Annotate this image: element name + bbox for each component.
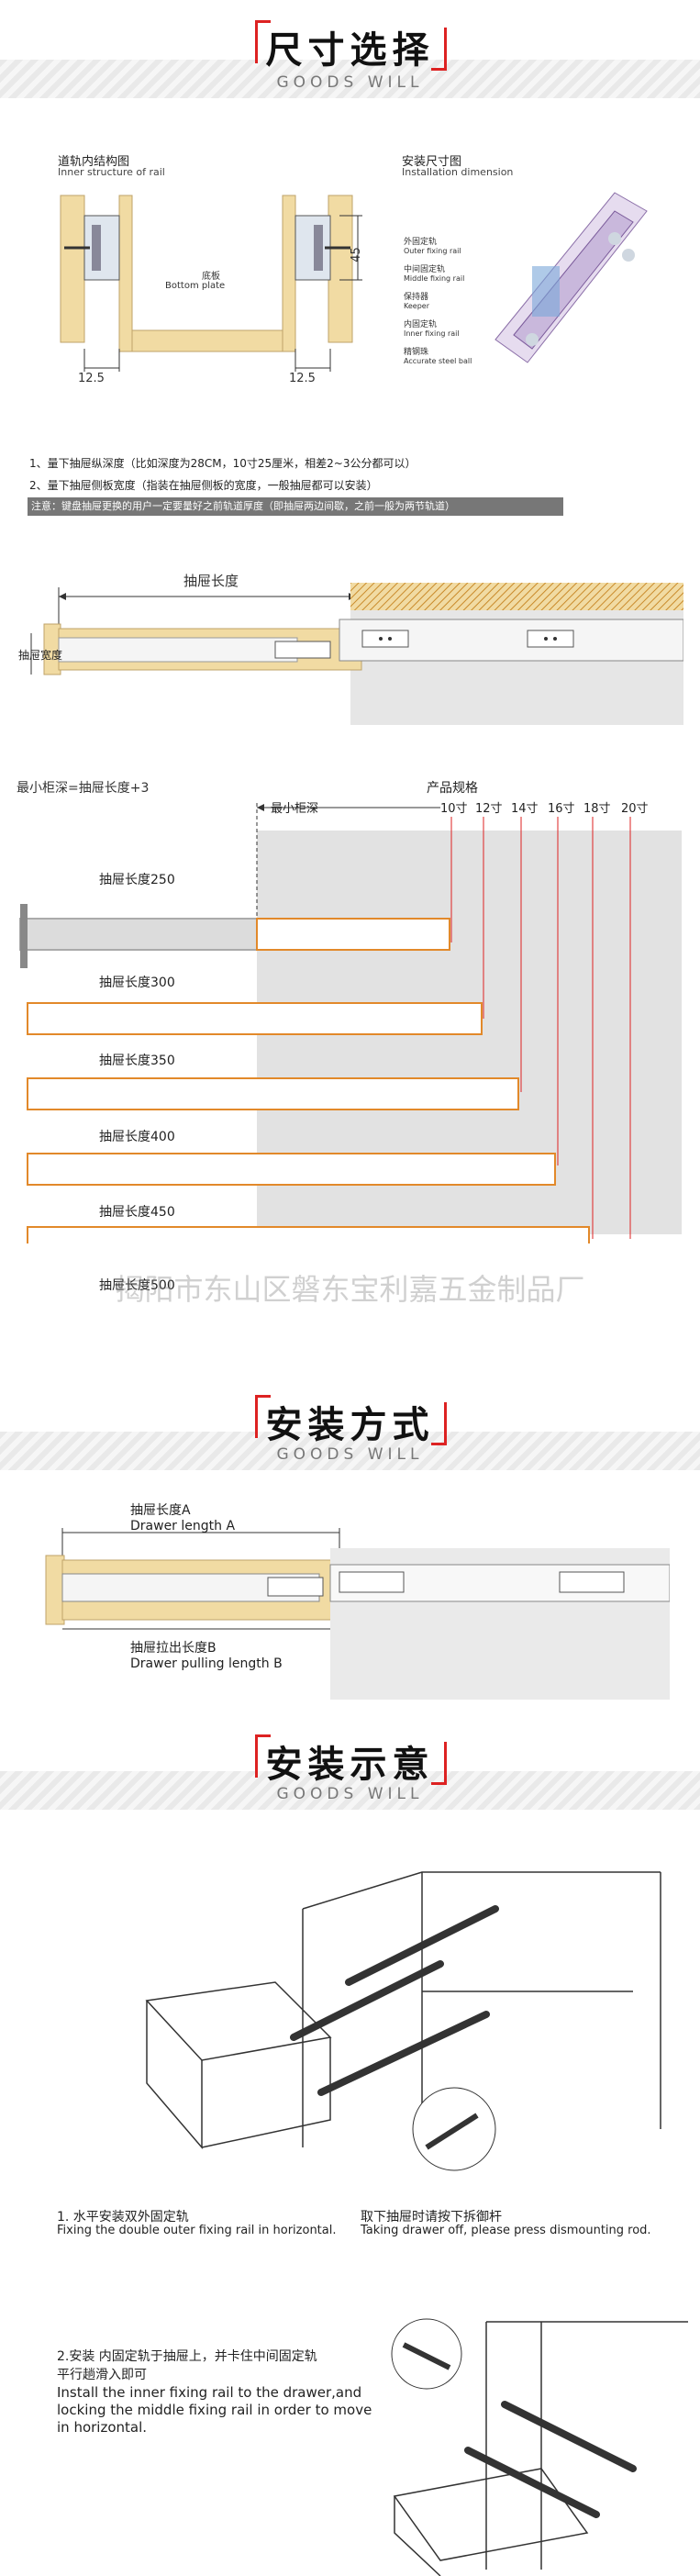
step1-zh: 1. 水平安装双外固定轨 <box>57 2210 189 2225</box>
min-depth-label: 最小柜深 <box>271 802 319 816</box>
dim-height-value: 45 <box>349 247 363 262</box>
note-line-2: 2、量下抽屉侧板宽度（指装在抽屉侧板的宽度，一般抽屉都可以安装） <box>29 479 378 492</box>
step2-zh: 2.安装 内固定轨于抽屉上，并卡住中间固定轨 平行趟滑入即可 <box>57 2349 317 2382</box>
length-a-label: 抽屉长度A Drawer length A <box>130 1503 236 1533</box>
inner-structure-title: 道轨内结构图 <box>58 155 130 169</box>
part-keeper: 保持器 Keeper <box>404 293 429 310</box>
section-subtitle: GOODS WILL <box>276 1785 424 1803</box>
part-outer-rail: 外固定轨 Outer fixing rail <box>404 238 461 255</box>
step1-en: Fixing the double outer fixing rail in h… <box>57 2224 337 2237</box>
note-line-1: 1、量下抽屉纵深度（比如深度为28CM，10寸25厘米，相差2~3公分都可以） <box>29 457 417 470</box>
size-tick-18: 18寸 <box>583 802 611 816</box>
pull-length-b-label: 抽屉拉出长度B Drawer pulling length B <box>130 1641 283 1671</box>
install-dim-title-en: Installation dimension <box>402 166 514 178</box>
rail-label-300: 抽屉长度300 <box>99 976 175 990</box>
title-bracket-left <box>255 20 271 63</box>
size-tick-14: 14寸 <box>511 802 539 816</box>
title-bracket-right <box>431 1402 447 1445</box>
size-rails-svg <box>19 817 631 1243</box>
spec-label: 产品规格 <box>427 781 478 796</box>
inner-structure-title-en: Inner structure of rail <box>58 166 165 178</box>
formula-label: 最小柜深=抽屉长度+3 <box>17 781 150 796</box>
part-inner-rail: 内固定轨 Inner fixing rail <box>404 320 460 338</box>
title-bracket-left <box>255 1734 271 1778</box>
part-middle-rail: 中间固定轨 Middle fixing rail <box>404 265 465 283</box>
inner-structure-diagram <box>60 195 362 372</box>
title-bracket-left <box>255 1395 271 1438</box>
section-title-install-illus: 安装示意 <box>265 1744 435 1786</box>
size-tick-16: 16寸 <box>548 802 575 816</box>
size-tick-20: 20寸 <box>621 802 649 816</box>
rail-label-450: 抽屉长度450 <box>99 1205 175 1220</box>
step2-en: Install the inner fixing rail to the dra… <box>57 2384 372 2436</box>
section-subtitle: GOODS WILL <box>276 1445 424 1464</box>
rail-label-350: 抽屉长度350 <box>99 1054 175 1068</box>
dim-right-value: 12.5 <box>289 372 316 385</box>
bottom-plate-label-en: Bottom plate <box>165 281 226 291</box>
drawer-length-label: 抽屉长度 <box>183 573 239 589</box>
size-tick-10: 10寸 <box>440 802 468 816</box>
watermark: 揭阳市东山区磐东宝利嘉五金制品厂 <box>115 1272 585 1307</box>
size-tick-12: 12寸 <box>475 802 503 816</box>
install-illustration-1 <box>145 1871 661 2171</box>
title-bracket-right <box>431 28 447 71</box>
title-bracket-right <box>431 1742 447 1785</box>
drawer-width-label: 抽屉宽度 <box>18 649 63 662</box>
install-dim-diagram <box>494 192 648 363</box>
install-illustration-2 <box>391 2318 688 2576</box>
install-method-diagram <box>45 1528 670 1700</box>
note-highlight: 注意：键盘抽屉更换的用户一定要量好之前轨道厚度（即抽屉两边间歇，之前一般为两节轨… <box>28 497 563 516</box>
section-band <box>0 60 700 98</box>
remove-zh: 取下抽屉时请按下拆御杆 <box>361 2210 502 2225</box>
install-dim-title: 安装尺寸图 <box>402 155 462 169</box>
section-subtitle: GOODS WILL <box>276 73 424 92</box>
part-steel-ball: 精钢珠 Accurate steel ball <box>404 348 472 365</box>
rail-label-250: 抽屉长度250 <box>99 873 175 887</box>
bottom-plate-label: 底板 <box>202 272 220 282</box>
section-band <box>0 1771 700 1810</box>
section-title-install-method: 安装方式 <box>265 1404 435 1446</box>
section-band <box>0 1432 700 1470</box>
dim-left-value: 12.5 <box>78 372 105 385</box>
remove-en: Taking drawer off, please press dismount… <box>361 2224 651 2237</box>
install-dim-part-list: 外固定轨 Outer fixing rail 中间固定轨 Middle fixi… <box>404 235 486 373</box>
drawer-length-diagram <box>30 583 683 725</box>
size-chart-lines <box>256 803 440 927</box>
section-title-size: 尺寸选择 <box>265 29 435 72</box>
rail-label-500: 抽屉长度500 <box>99 1278 175 1293</box>
rail-label-400: 抽屉长度400 <box>99 1130 175 1144</box>
